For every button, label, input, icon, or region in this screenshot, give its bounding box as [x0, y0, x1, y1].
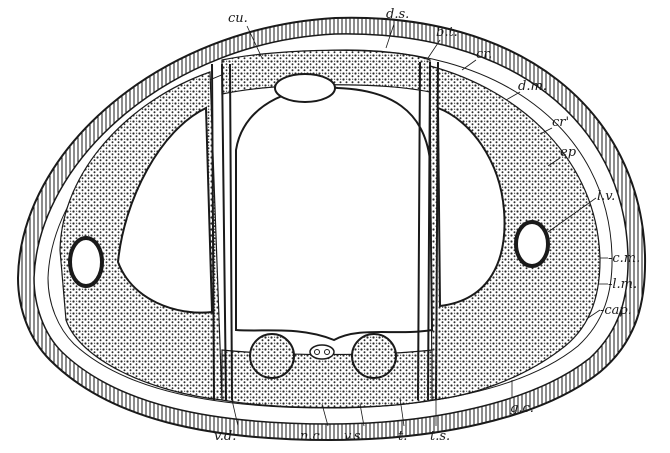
- label-t: t.: [398, 429, 407, 444]
- label-bt: b.t.: [436, 25, 458, 40]
- label-cm: -c.m.: [608, 251, 640, 266]
- right-nerve-cord: [352, 334, 396, 378]
- label-lm: -l.m.: [608, 277, 637, 292]
- label-cuticle: cu.: [228, 11, 248, 26]
- dorsal-sinus: [275, 74, 335, 102]
- label-gc: g.c.: [510, 401, 534, 416]
- label-lateral-vessel: l.v.: [597, 189, 615, 204]
- label-ts: t.s.: [430, 429, 450, 444]
- label-vd: v.d.: [214, 429, 236, 444]
- label-dm: d.m.: [518, 79, 547, 94]
- label-dorsal-sinus: d.s.: [386, 7, 409, 22]
- left-lateral-vessel: [70, 238, 102, 286]
- label-ep: ep: [560, 145, 577, 160]
- label-cr-prime: cr': [552, 115, 569, 130]
- label-vs: v.s.: [344, 429, 365, 444]
- label-cap: -cap.: [600, 303, 632, 318]
- right-lateral-vessel: [516, 222, 548, 266]
- left-nerve-cord: [250, 334, 294, 378]
- label-cr: cr.: [476, 47, 492, 62]
- ventral-vessel: [310, 345, 334, 359]
- central-cavity: [236, 87, 432, 340]
- label-nerve-cord: n.c.: [300, 429, 324, 444]
